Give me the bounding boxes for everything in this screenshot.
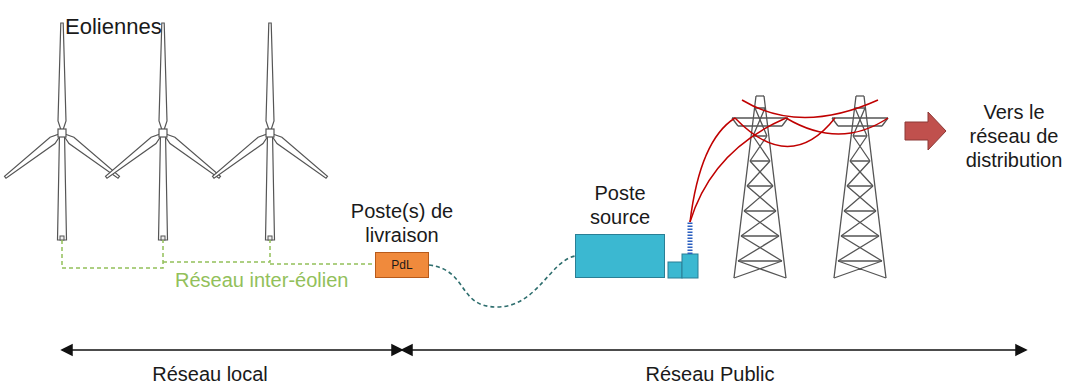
delivery-station-box: Poste(s) de livraisonPdL: [375, 252, 429, 278]
cable-connector: [429, 256, 575, 307]
station-heading: Poste(s) de livraison: [342, 199, 462, 247]
text-label: Vers le réseau de distribution: [962, 100, 1066, 172]
source-station-box: Poste source: [575, 234, 665, 278]
text-label: Eoliennes: [65, 14, 205, 40]
station-code: PdL: [376, 258, 428, 272]
text-label: Réseau Public: [630, 362, 790, 386]
text-label: Réseau local: [130, 362, 290, 386]
text-label: Réseau inter-éolien: [175, 268, 355, 292]
station-heading: Poste source: [565, 181, 675, 229]
